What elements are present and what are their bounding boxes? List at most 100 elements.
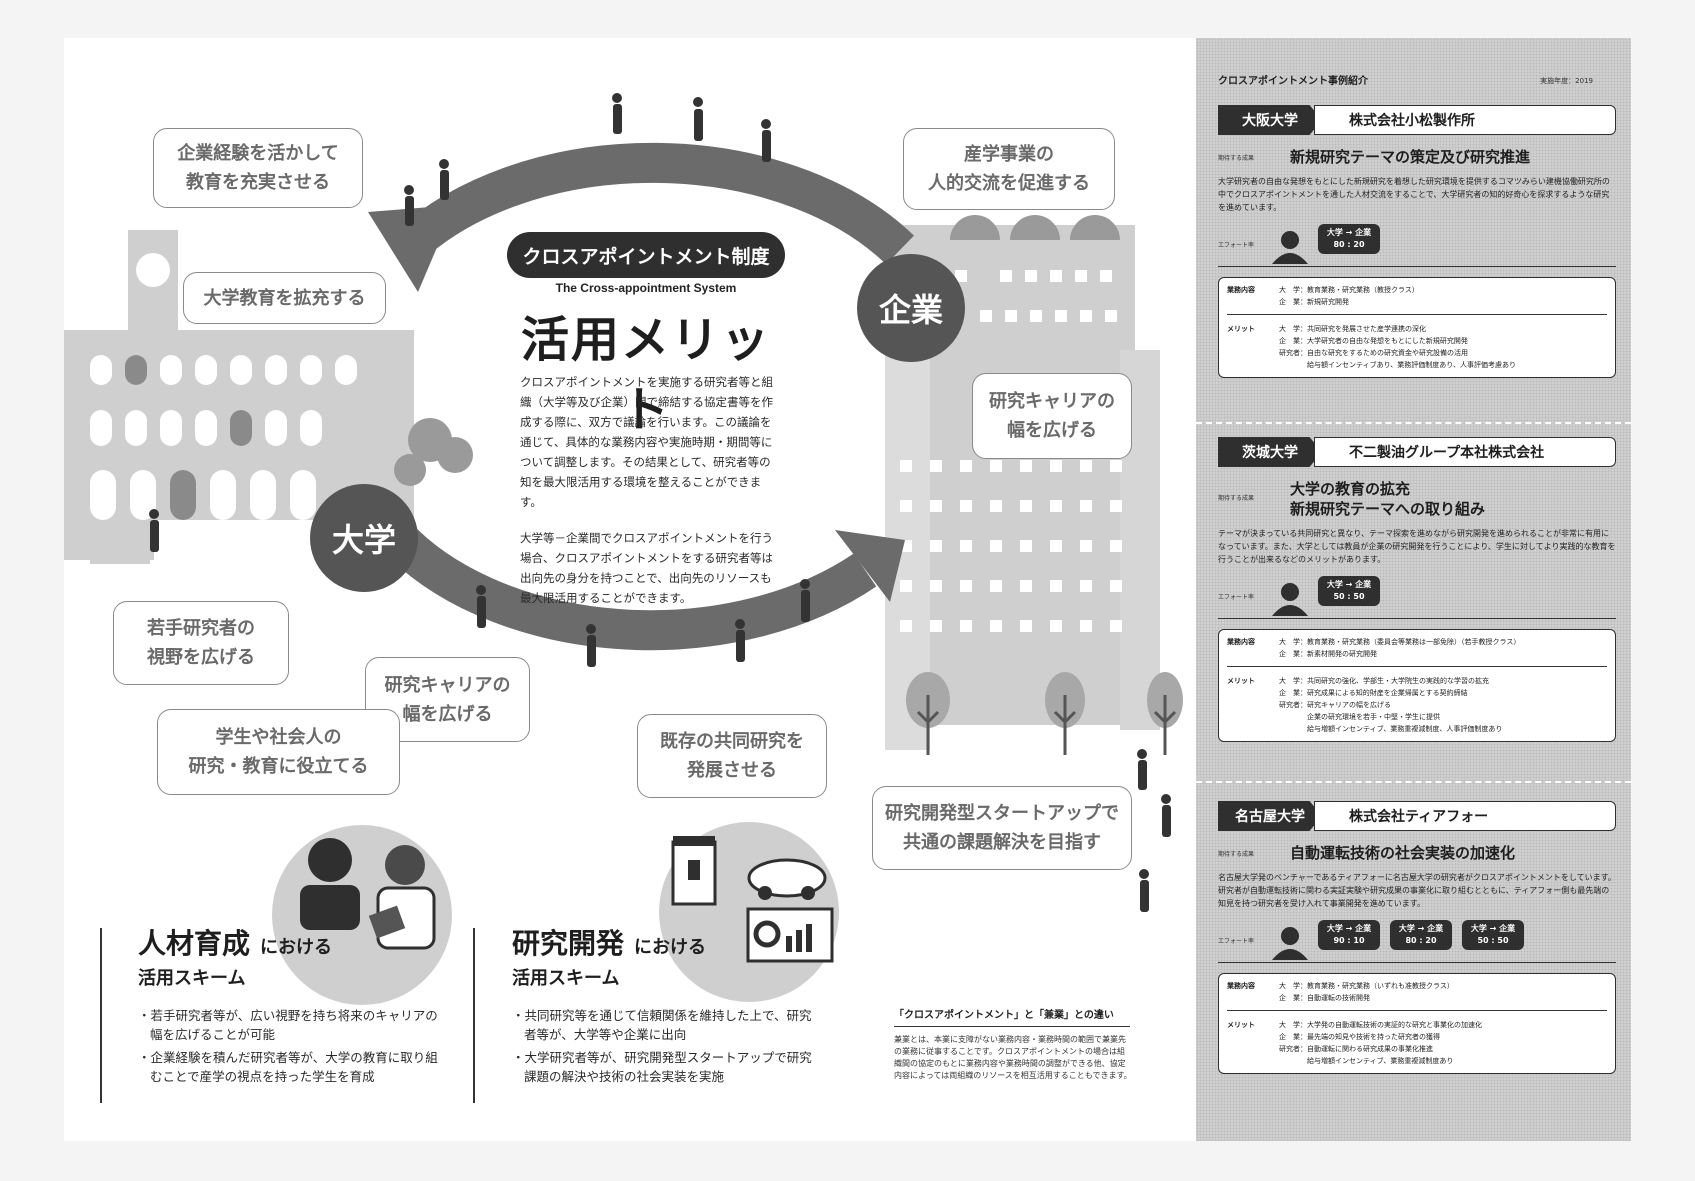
rd-scheme-title: 研究開発における 活用スキーム [512, 927, 707, 989]
scheme-divider-mid [473, 928, 475, 1103]
case-company: 株式会社小松製作所 [1314, 105, 1616, 135]
merit-line: 企 業：大学研究者の自由な発想をもとにした新規研究開発 [1279, 337, 1468, 345]
merit-line: 企 業：研究成果による知的財産を企業帰属とする契約締結 [1279, 689, 1468, 697]
university-node: 大学 [310, 484, 418, 592]
merit-bubble-7: 学生や社会人の研究・教育に役立てる [157, 709, 400, 795]
case-university: 名古屋大学 [1218, 801, 1322, 831]
system-subtitle-en: The Cross-appointment System [555, 281, 737, 295]
case-university: 茨城大学 [1218, 437, 1322, 467]
case-description: テーマが決まっている共同研究と異なり、テーマ探索を進めながら研究開発を進められる… [1218, 529, 1616, 564]
system-pill: クロスアポイントメント制度 [507, 232, 785, 278]
merit-bubble-4: 研究キャリアの幅を広げる [972, 373, 1132, 459]
arrow-head-right [835, 530, 905, 602]
note-body: 兼業とは、本業に支障がない業務内容・業務時間の範囲で兼業先の業務に従事することで… [894, 1035, 1132, 1080]
rd-scheme-item: 共同研究等を通じて信頼関係を維持した上で、研究者等が、大学等や企業に出向 [512, 1006, 812, 1044]
duty-label: 業務内容 [1227, 638, 1255, 646]
case-company: 株式会社ティアフォー [1314, 801, 1616, 831]
merit-line: 大 学：共同研究の強化、学部生・大学院生の実践的な学習の拡充 [1279, 677, 1489, 685]
merit-line: 研究者：研究キャリアの幅を広げる [1279, 701, 1391, 709]
arrow-head-left [368, 205, 455, 292]
hr-scheme-list: 若手研究者等が、広い視野を持ち将来のキャリアの幅を広げることが可能 企業経験を積… [138, 1006, 448, 1090]
effort-label: エフォート率 [1218, 938, 1255, 945]
effort-label: エフォート率 [1218, 242, 1255, 249]
merit-line: 大 学：大学発の自動運転技術の実証的な研究と事業化の加速化 [1279, 1021, 1482, 1029]
page-title: 活用メリット [520, 312, 771, 438]
theme-label: 期待する成果 [1218, 155, 1255, 162]
duty-line: 大 学：教育業務・研究業務（教授クラス） [1279, 286, 1419, 294]
background-illustration [64, 93, 1183, 1005]
merit-bubble-2: 大学教育を拡充する [183, 272, 386, 324]
merit-label: メリット [1227, 1021, 1255, 1029]
theme-label: 期待する成果 [1218, 851, 1255, 858]
case-info-box: 業務内容 大 学：教育業務・研究業務（いずれも准教授クラス） 企 業：自動運転の… [1218, 973, 1616, 1074]
theme-label: 期待する成果 [1218, 495, 1255, 502]
merit-bubble-9: 研究開発型スタートアップで共通の課題解決を目指す [872, 786, 1132, 870]
tree-illustration [394, 418, 473, 486]
hr-scheme-title: 人材育成における 活用スキーム [138, 927, 333, 989]
researcher-icon [1272, 231, 1308, 264]
researcher-icon [1272, 927, 1308, 960]
effort-ratio: 大学 → 企業 90 : 10 [1318, 920, 1380, 950]
case-theme: 自動運転技術の社会実装の加速化 [1290, 844, 1516, 862]
merit-line: 給与増額インセンティブ、業務重複減制度あり [1279, 1057, 1454, 1065]
intro-paragraph-1: クロスアポイントメントを実施する研究者等と組織（大学等及び企業）間で締結する協定… [520, 375, 773, 509]
effort-ratio: 大学 → 企業 50 : 50 [1318, 576, 1380, 606]
case-card-ibaraki: 茨城大学 不二製油グループ本社株式会社 期待する成果 大学の教育の拡充 新規研究… [1218, 437, 1616, 742]
merit-line: 研究者：自動運転に関わる研究成果の事業化推進 [1279, 1045, 1433, 1053]
merit-line: 企業の研究環境を若手・中堅・学生に提供 [1279, 713, 1440, 721]
case-panel: クロスアポイントメント事例紹介 実施年度：2019 大阪大学 株式会社小松製作所… [1196, 38, 1631, 1141]
scheme-divider-left [100, 928, 102, 1103]
effort-ratio: 大学 → 企業 80 : 20 [1390, 920, 1452, 950]
duty-line: 大 学：教育業務・研究業務（委員会等業務は一部免除）（若手教授クラス） [1279, 638, 1521, 646]
merit-bubble-1: 企業経験を活かして教育を充実させる [153, 128, 363, 208]
case-info-box: 業務内容 大 学：教育業務・研究業務（教授クラス） 企 業：新規研究開発 メリッ… [1218, 277, 1616, 378]
effort-ratio: 大学 → 企業 80 : 20 [1318, 224, 1380, 254]
case-info-box: 業務内容 大 学：教育業務・研究業務（委員会等業務は一部免除）（若手教授クラス）… [1218, 629, 1616, 742]
effort-row: エフォート率 大学 → 企業 50 : 50 [1218, 572, 1616, 619]
case-description: 大学研究者の自由な発想をもとにした新規研究を着想した研究環境を提供するコマツみら… [1218, 177, 1610, 212]
panel-year: 実施年度：2019 [1540, 77, 1593, 85]
case-card-osaka: 大阪大学 株式会社小松製作所 期待する成果 新規研究テーマの策定及び研究推進 大… [1218, 105, 1616, 378]
hr-scheme-item: 若手研究者等が、広い視野を持ち将来のキャリアの幅を広げることが可能 [138, 1006, 448, 1044]
duty-label: 業務内容 [1227, 982, 1255, 990]
case-description: 名古屋大学発のベンチャーであるティアフォーに名古屋大学の研究者がクロスアポイント… [1218, 873, 1616, 908]
case-divider [1196, 781, 1631, 783]
duty-line: 企 業：新規研究開発 [1279, 298, 1349, 306]
note-title: 「クロスアポイントメント」と「兼業」との違い [894, 1010, 1114, 1021]
business-people-icon [300, 838, 436, 950]
merit-label: メリット [1227, 677, 1255, 685]
duty-label: 業務内容 [1227, 286, 1255, 294]
researcher-icon [1272, 583, 1308, 616]
effort-row: エフォート率 大学 → 企業 90 : 10 大学 → 企業 80 : 20 大… [1218, 916, 1616, 963]
effort-label: エフォート率 [1218, 594, 1255, 601]
merit-line: 企 業：最先端の知見や技術を持った研究者の獲得 [1279, 1033, 1440, 1041]
case-card-nagoya: 名古屋大学 株式会社ティアフォー 期待する成果 自動運転技術の社会実装の加速化 … [1218, 801, 1616, 1074]
effort-row: エフォート率 大学 → 企業 80 : 20 [1218, 220, 1616, 267]
merit-bubble-3: 産学事業の人的交流を促進する [903, 128, 1115, 210]
case-theme: 大学の教育の拡充 新規研究テーマへの取り組み [1290, 480, 1486, 518]
rd-scheme-item: 大学研究者等が、研究開発型スタートアップで研究課題の解決や技術の社会実装を実施 [512, 1048, 812, 1086]
merit-bubble-8: 既存の共同研究を発展させる [637, 714, 827, 798]
hr-scheme-item: 企業経験を積んだ研究者等が、大学の教育に取り組むことで産学の視点を持った学生を育… [138, 1048, 448, 1086]
merit-bubble-5: 若手研究者の視野を広げる [113, 601, 289, 685]
case-theme: 新規研究テーマの策定及び研究推進 [1290, 148, 1531, 166]
people-illustration [149, 93, 1171, 912]
merit-line: 給与額インセンティブあり、業務評価制度あり、人事評価考慮あり [1279, 361, 1517, 369]
research-devices-icon [671, 836, 834, 963]
intro-paragraph-2: 大学等－企業間でクロスアポイントメントを行う場合、クロスアポイントメントをする研… [520, 531, 773, 605]
company-node: 企業 [857, 254, 965, 362]
merit-line: 大 学：共同研究を発展させた産学連携の深化 [1279, 325, 1426, 333]
rd-scheme-list: 共同研究等を通じて信頼関係を維持した上で、研究者等が、大学等や企業に出向 大学研… [512, 1006, 812, 1090]
case-divider [1196, 422, 1631, 424]
merit-label: メリット [1227, 325, 1255, 333]
merit-line: 研究者：自由な研究をするための研究資金や研究設備の活用 [1279, 349, 1468, 357]
note-divider [894, 1026, 1130, 1027]
effort-ratio: 大学 → 企業 50 : 50 [1462, 920, 1524, 950]
panel-heading: クロスアポイントメント事例紹介 [1218, 76, 1368, 87]
case-university: 大阪大学 [1218, 105, 1322, 135]
duty-line: 企 業：自動運転の技術開発 [1279, 994, 1370, 1002]
merit-line: 給与増額インセンティブ、業務重複減制度、人事評価制度あり [1279, 725, 1503, 733]
duty-line: 企 業：新素材開発の研究開発 [1279, 650, 1377, 658]
case-company: 不二製油グループ本社株式会社 [1314, 437, 1616, 467]
duty-line: 大 学：教育業務・研究業務（いずれも准教授クラス） [1279, 982, 1454, 990]
